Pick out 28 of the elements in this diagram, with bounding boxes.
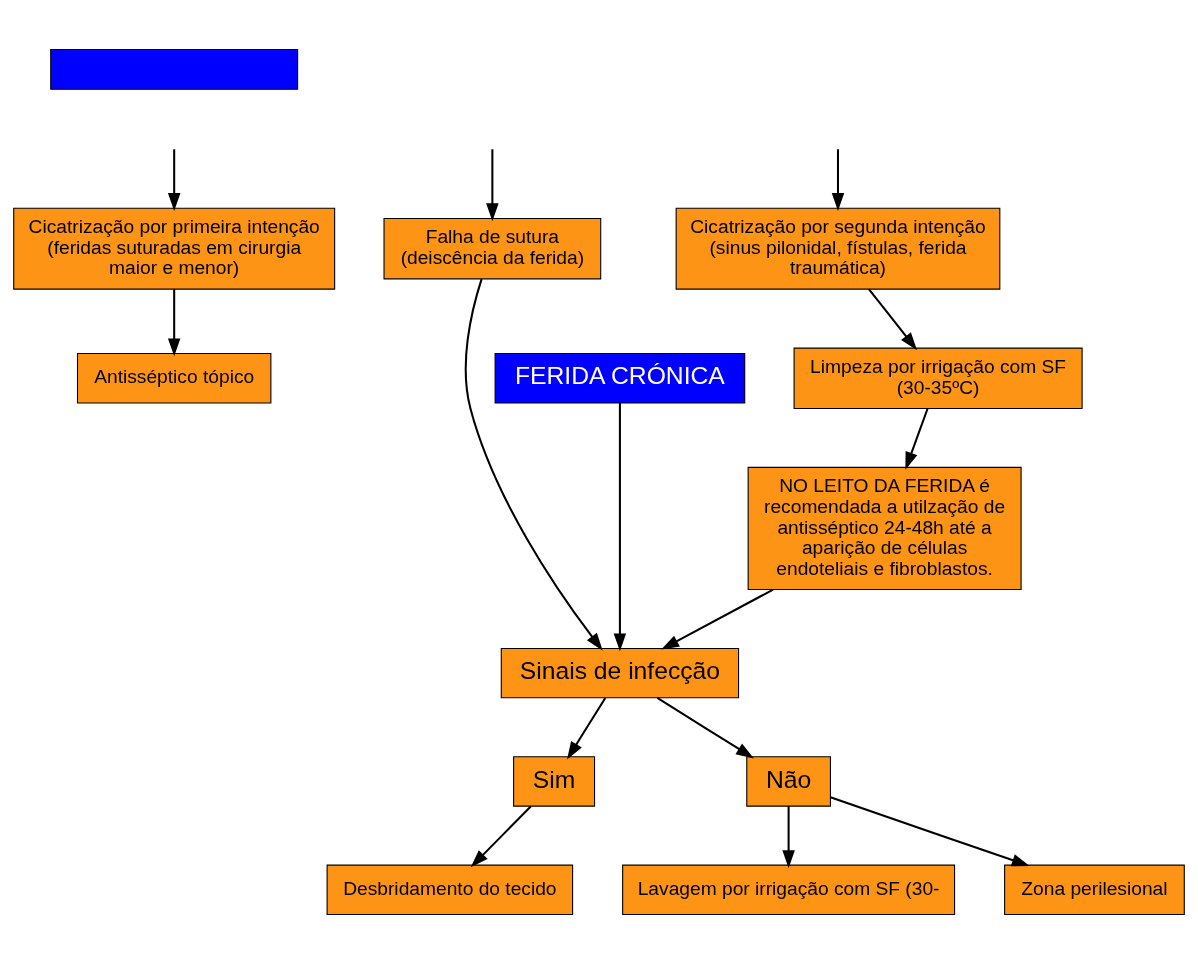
- arrow: [782, 805, 795, 868]
- node-box: Limpeza por irrigação com SF (30-35ºC): [793, 347, 1083, 409]
- node-box: Cicatrização por segunda intenção (sinus pilonidal, fístulas, ferida traumática): [675, 207, 1001, 290]
- arrow: [656, 696, 754, 758]
- arrow: [470, 805, 532, 867]
- node-box: Zona perilesional: [1004, 864, 1185, 915]
- arrow: [613, 402, 627, 651]
- node-box: Não: [746, 755, 831, 807]
- arrow: [567, 696, 607, 759]
- arrow: [868, 288, 918, 350]
- node-box: FERIDA CRÓNICA: [494, 352, 746, 403]
- node-box: [50, 48, 299, 90]
- arrow: [830, 795, 1030, 866]
- arrow: [905, 407, 929, 470]
- node-box: Sinais de infecção: [500, 647, 740, 698]
- node-box: Cicatrização por primeira intenção (feridas suturadas em cirurgia maior e menor): [13, 207, 336, 290]
- node-box: Falha de sutura (deiscência da ferida): [383, 217, 602, 279]
- node-box: Sim: [513, 755, 596, 807]
- node-box: Lavagem por irrigação com SF (30-: [622, 864, 956, 915]
- node-box: Desbridamento do tecido: [326, 864, 574, 915]
- arrow: [167, 288, 181, 356]
- node-box: Antisséptico tópico: [76, 352, 272, 403]
- arrow: [464, 278, 603, 651]
- arrow: [486, 148, 499, 221]
- arrow: [831, 148, 845, 211]
- node-box: NO LEITO DA FERIDA é recomendada a utilzação de antisséptico 24-48h até a aparição de células endoteliais e fibroblastos.: [747, 466, 1022, 590]
- arrow: [661, 588, 774, 650]
- arrow: [167, 148, 181, 211]
